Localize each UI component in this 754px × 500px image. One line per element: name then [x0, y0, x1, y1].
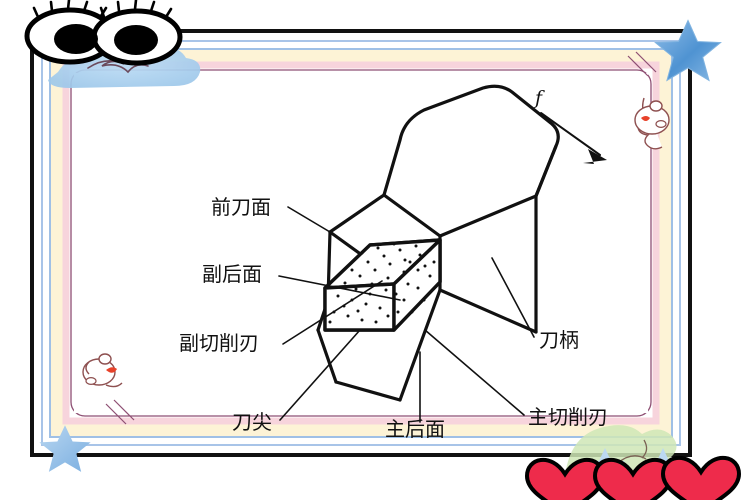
frame-white-gap	[34, 33, 688, 453]
leader-major-cutting-edge	[424, 329, 525, 416]
blue-star-top-right	[654, 19, 722, 82]
label-minor-flank: 副后面	[202, 262, 262, 286]
frame-pink-band	[62, 61, 660, 425]
pupil-right	[114, 25, 158, 55]
pupil-left	[54, 24, 98, 54]
heart-3	[660, 455, 742, 500]
frame-light-blue-line-inner	[49, 48, 673, 438]
heart-group	[524, 455, 742, 500]
stipple-texture	[328, 242, 436, 324]
heart-1	[524, 457, 606, 500]
frame-cream-band	[51, 50, 671, 436]
label-rake-face: 前刀面	[211, 195, 271, 219]
leader-lines	[278, 206, 535, 423]
leader-tool-nose	[279, 329, 361, 421]
frame-layers	[30, 29, 692, 457]
blue-star-bottom-left	[39, 425, 91, 472]
frame-white-gap-2	[44, 43, 678, 443]
label-minor-cutting-edge: 副切削刃	[179, 331, 259, 355]
heart-2	[592, 457, 674, 500]
label-feed-direction: f	[533, 87, 545, 109]
feed-arrow	[540, 112, 607, 164]
diagram-labels: 前刀面 副后面 副切削刃 刀尖 主后面 刀柄 主切削刃 f	[179, 87, 608, 441]
carbide-insert	[323, 238, 442, 332]
label-tool-shank: 刀柄	[539, 328, 579, 352]
label-tool-nose: 刀尖	[232, 410, 272, 434]
frame-light-blue-line-outer	[41, 40, 681, 446]
frame-inner-page	[74, 73, 648, 413]
frame-outer-black-line	[30, 29, 692, 457]
frame-purple-hairline	[70, 69, 652, 417]
bunny-doodle-left	[82, 353, 123, 388]
bunny-doodle-right	[634, 97, 670, 150]
leader-minor-flank	[278, 275, 401, 301]
leader-minor-cutting-edge	[282, 280, 383, 345]
leader-rake-face	[287, 206, 331, 233]
leader-tool-shank	[491, 257, 535, 338]
corner-tick-marks	[105, 51, 657, 425]
cartoon-eyes	[24, 0, 183, 66]
label-major-flank: 主后面	[385, 417, 445, 441]
label-major-cutting-edge: 主切削刃	[528, 405, 608, 429]
